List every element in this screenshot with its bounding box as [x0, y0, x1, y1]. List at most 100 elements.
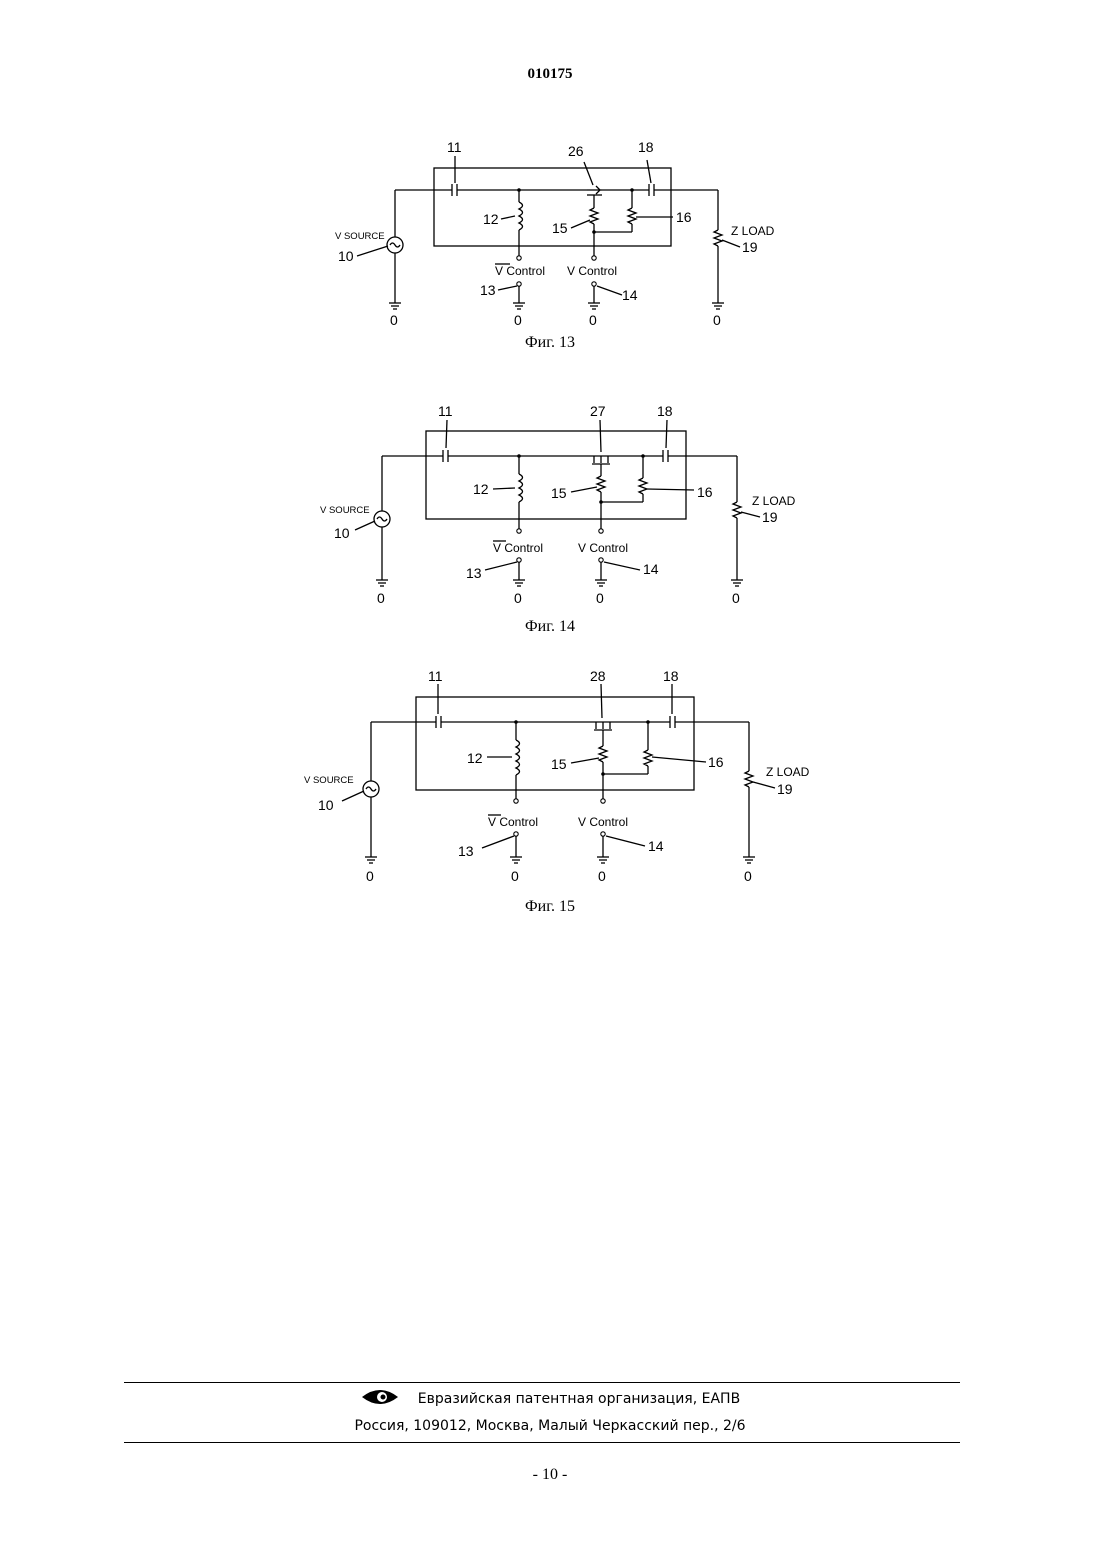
node-14 [599, 558, 603, 562]
label-source: 10 [318, 797, 334, 813]
resistor-16 [639, 478, 647, 494]
eapo-logo-icon [360, 1387, 400, 1407]
mosfet-switch-27 [592, 456, 610, 476]
node-vcontrol-bar [517, 529, 521, 533]
label-resistor-a: 15 [551, 756, 567, 772]
ground-label: 0 [377, 590, 385, 606]
resistor-15 [599, 746, 607, 762]
circuit-figure-14: 11 27 18 12 15 16 V SOURCE 10 Z LOAD 19 … [0, 400, 1100, 610]
footer-address: Россия, 109012, Москва, Малый Черкасский… [0, 1418, 1100, 1434]
capacitor-18 [649, 184, 654, 196]
inductor-12 [516, 740, 520, 775]
label-source: 10 [334, 525, 350, 541]
resistor-16 [644, 750, 652, 766]
leader-line [604, 562, 640, 570]
leader-line [501, 216, 515, 219]
label-control-node-bar: 13 [480, 282, 496, 298]
label-output-cap: 18 [663, 668, 679, 684]
junction [599, 500, 603, 504]
leader-line [647, 160, 651, 183]
ac-wave-icon [390, 243, 400, 247]
source-label: V SOURCE [335, 231, 385, 242]
junction [641, 454, 645, 458]
ground-label: 0 [732, 590, 740, 606]
leader-line [482, 836, 514, 848]
capacitor-18 [670, 716, 675, 728]
control-bar-label: V Control [495, 264, 545, 278]
label-input-cap: 11 [447, 139, 462, 155]
transistor-switch-26 [587, 186, 602, 205]
capacitor-11 [436, 716, 441, 728]
capacitor-11 [452, 184, 457, 196]
leader-line [584, 162, 593, 185]
label-inductor: 12 [473, 481, 489, 497]
organization-name: Евразийская патентная организация, ЕАПВ [418, 1391, 740, 1407]
ground-symbol [376, 580, 388, 586]
inductor-12 [519, 474, 523, 502]
label-switch: 27 [590, 403, 606, 419]
leader-line [498, 286, 517, 290]
leader-line [753, 782, 775, 788]
ground-symbol [588, 303, 600, 309]
ground-label: 0 [744, 868, 752, 884]
mosfet-switch-28 [594, 722, 612, 746]
label-source: 10 [338, 248, 354, 264]
ground-label: 0 [390, 312, 398, 328]
ground-label: 0 [713, 312, 721, 328]
leader-line [571, 487, 597, 492]
leader-line [647, 489, 694, 490]
footer-organization: Евразийская патентная организация, ЕАПВ [0, 1387, 1100, 1407]
leader-line [666, 420, 667, 448]
ground-label: 0 [514, 312, 522, 328]
node-14 [601, 832, 605, 836]
footer-bottom-rule [124, 1442, 960, 1443]
module-boundary [426, 431, 686, 519]
resistor-15 [597, 476, 605, 492]
junction [592, 230, 596, 234]
label-control-node-bar: 13 [466, 565, 482, 581]
label-load: 19 [777, 781, 793, 797]
label-control-node: 14 [648, 838, 664, 854]
label-inductor: 12 [483, 211, 499, 227]
node-14 [592, 282, 596, 286]
footer-top-rule [124, 1382, 960, 1383]
control-label: V Control [567, 264, 617, 278]
label-output-cap: 18 [657, 403, 673, 419]
leader-line [493, 488, 515, 489]
load-label: Z LOAD [731, 224, 775, 238]
ground-symbol [389, 303, 401, 309]
label-resistor-b: 16 [676, 209, 692, 225]
label-input-cap: 11 [438, 403, 453, 419]
control-label: V Control [578, 815, 628, 829]
ground-symbol [595, 580, 607, 586]
ground-symbol [510, 857, 522, 863]
figure-caption: Фиг. 14 [0, 618, 1100, 636]
label-load: 19 [762, 509, 778, 525]
ground-symbol [712, 303, 724, 309]
leader-line [722, 240, 740, 247]
ground-symbol [513, 580, 525, 586]
load-resistor-19 [745, 771, 753, 787]
node-13 [514, 832, 518, 836]
control-bar-label: V Control [493, 541, 543, 555]
ground-symbol [743, 857, 755, 863]
label-load: 19 [742, 239, 758, 255]
module-boundary [416, 697, 694, 790]
inductor-12 [519, 202, 523, 230]
leader-line [342, 791, 364, 801]
label-control-node: 14 [622, 287, 638, 303]
leader-line [600, 420, 601, 452]
load-label: Z LOAD [752, 494, 796, 508]
document-number: 010175 [0, 66, 1100, 83]
figure-caption: Фиг. 15 [0, 898, 1100, 916]
figure-caption: Фиг. 13 [0, 334, 1100, 352]
junction [646, 720, 650, 724]
junction [630, 188, 634, 192]
ground-label: 0 [598, 868, 606, 884]
node-vcontrol [601, 799, 605, 803]
capacitor-18 [663, 450, 668, 462]
label-output-cap: 18 [638, 139, 654, 155]
node-vcontrol-bar [514, 799, 518, 803]
capacitor-11 [443, 450, 448, 462]
source-label: V SOURCE [304, 775, 354, 786]
